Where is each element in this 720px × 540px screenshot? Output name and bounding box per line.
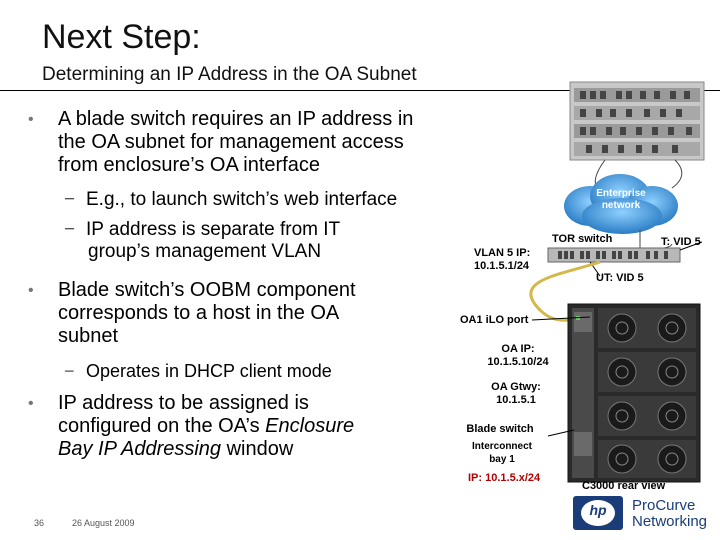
interconnect-bay-line-2: bay 1: [489, 454, 515, 465]
enterprise-cloud-icon: [564, 174, 678, 234]
oa-gateway-line-1: OA Gtwy:: [491, 381, 541, 393]
bullet-2-line-2: corresponds to a host in the OA: [58, 302, 340, 324]
oa-gateway-line-2: 10.1.5.1: [496, 394, 536, 406]
c3000-enclosure-icon: [567, 303, 701, 483]
enclosure-caption: C3000 rear view: [582, 480, 666, 492]
bullet-3-line-3-text: window: [221, 438, 294, 460]
interconnect-bay-label: Interconnect bay 1: [462, 440, 542, 466]
bullet-list: • A blade switch requires an IP address …: [28, 108, 478, 473]
bullet-2-line-3: subnet: [58, 325, 119, 347]
tagged-vid-label: T: VID 5: [661, 236, 701, 248]
core-switch-stack-icon: [569, 81, 705, 161]
procurve-logo-text: ProCurve Networking: [632, 498, 707, 530]
bullet-1: • A blade switch requires an IP address …: [28, 108, 478, 177]
bullet-1-line-2: the OA subnet for management access: [58, 131, 404, 153]
bullet-dot-icon: •: [28, 111, 34, 128]
oa-ilo-port-label: OA1 iLO port: [460, 314, 529, 326]
cloud-label: Enterprise network: [588, 188, 654, 212]
hp-logo-mark: hp: [589, 502, 607, 518]
bullet-2: • Blade switch’s OOBM component correspo…: [28, 279, 478, 348]
blade-switch-ip-label: IP: 10.1.5.x/24: [468, 472, 541, 484]
cloud-label-line-2: network: [601, 200, 641, 211]
bullet-3-line-3-emphasis: Bay IP Addressing: [58, 438, 222, 460]
vlan-ip-label: VLAN 5 IP: 10.1.5.1/24: [474, 247, 530, 273]
sub-bullet-1a: − E.g., to launch switch’s web interface: [28, 189, 478, 211]
sub-bullet-1a-line-1: E.g., to launch switch’s web interface: [86, 189, 398, 210]
bullet-3-line-3: Bay IP Addressing window: [58, 438, 478, 461]
hp-logo-icon: [573, 496, 623, 530]
sub-bullet-1b: − IP address is separate from IT group’s…: [28, 219, 478, 263]
procurve-logo-line-1: ProCurve: [632, 497, 696, 514]
bullet-3-line-2: configured on the OA’s Enclosure: [58, 415, 478, 438]
footer-date: 26 August 2009: [72, 518, 135, 528]
bullet-2-line-1: Blade switch’s OOBM component: [58, 279, 356, 301]
bullet-3: • IP address to be assigned is configure…: [28, 392, 478, 461]
bullet-1-line-1: A blade switch requires an IP address in: [58, 108, 414, 130]
cloud-label-line-1: Enterprise: [596, 188, 646, 199]
sub-bullet-1b-line-2: group’s management VLAN: [88, 241, 322, 262]
sub-bullet-1b-line-1: IP address is separate from IT: [86, 219, 341, 240]
interconnect-bay-line-1: Interconnect: [471, 441, 532, 452]
title-divider: [0, 90, 720, 91]
dash-icon: −: [64, 189, 76, 210]
oa-ip-line-2: 10.1.5.10/24: [487, 356, 549, 368]
network-diagram: [529, 81, 705, 530]
bullet-dot-icon: •: [28, 395, 34, 412]
oa-gateway-label: OA Gtwy: 10.1.5.1: [476, 381, 556, 407]
bullet-3-line-2-emphasis: Enclosure: [265, 415, 355, 437]
oa-ip-line-1: OA IP:: [501, 343, 535, 355]
untagged-vid-label: UT: VID 5: [596, 272, 644, 284]
tor-switch-icon: [547, 247, 681, 263]
procurve-logo-line-2: Networking: [632, 513, 708, 530]
vlan-ip-line-2: 10.1.5.1/24: [474, 260, 530, 272]
sub-bullet-2a: − Operates in DHCP client mode: [28, 360, 478, 382]
oa-ip-label: OA IP: 10.1.5.10/24: [478, 343, 558, 369]
dash-icon: −: [64, 219, 76, 240]
sub-bullet-2a-line-1: Operates in DHCP client mode: [86, 361, 332, 381]
slide-subtitle: Determining an IP Address in the OA Subn…: [42, 64, 417, 85]
tor-switch-label: TOR switch: [552, 233, 613, 245]
bullet-3-line-2-text: configured on the OA’s: [58, 415, 266, 437]
page-number: 36: [34, 518, 45, 528]
slide-title: Next Step:: [42, 18, 201, 56]
bullet-dot-icon: •: [28, 282, 34, 299]
dash-icon: −: [64, 361, 75, 381]
bullet-3-line-1: IP address to be assigned is: [58, 392, 309, 414]
vlan-ip-line-1: VLAN 5 IP:: [474, 247, 531, 259]
blade-switch-label: Blade switch: [466, 423, 534, 435]
bullet-1-line-3: from enclosure’s OA interface: [58, 154, 320, 176]
